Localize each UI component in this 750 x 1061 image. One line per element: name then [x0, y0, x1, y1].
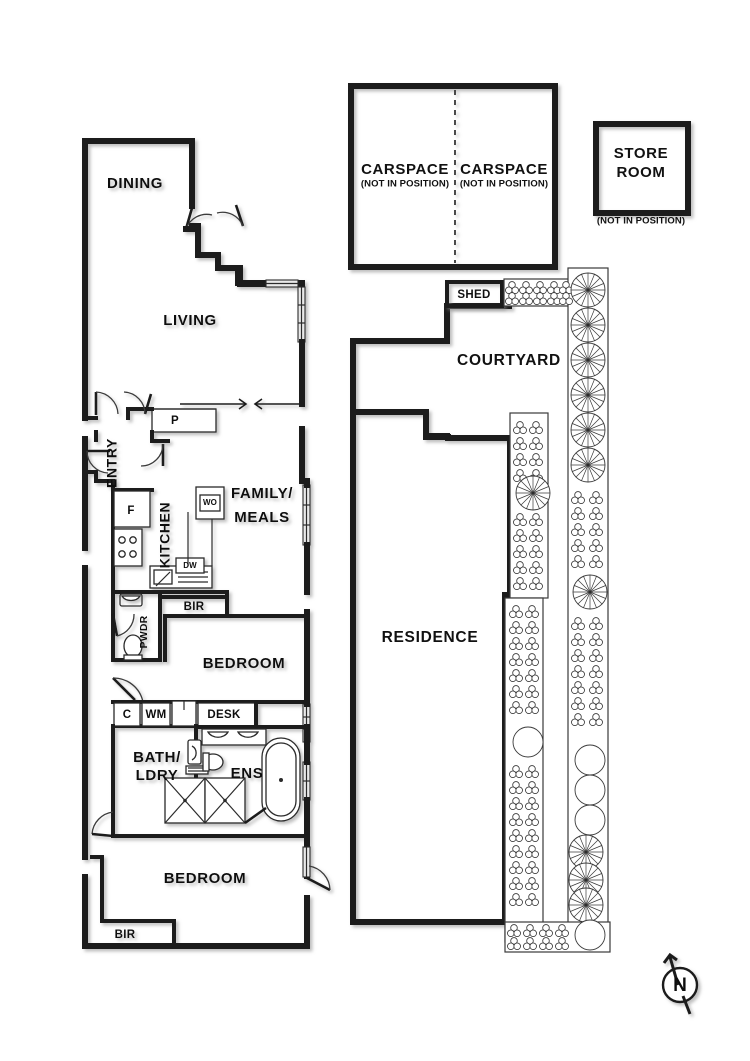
label-bedroom-mid: BEDROOM: [203, 655, 286, 672]
label-cupboard: C: [123, 709, 132, 721]
residence-step-lower: [423, 434, 513, 441]
label-washing-machine: WM: [145, 709, 166, 721]
carspace-block: [348, 83, 558, 270]
bir-upper-closet: [158, 590, 309, 662]
label-shed: SHED: [457, 289, 490, 301]
bedroom-mid-door[interactable]: [112, 677, 144, 703]
entry-walls: [83, 407, 170, 492]
planting-east-bush-bottom: [574, 919, 606, 951]
label-ldry: LDRY: [136, 767, 179, 784]
fridge-unit: [113, 490, 151, 528]
ensuite-basins: [201, 728, 267, 746]
ensuite-door[interactable]: [244, 806, 267, 825]
shed-block: [445, 280, 504, 308]
label-residence: RESIDENCE: [382, 629, 479, 646]
planting-east-bushes: [574, 744, 606, 836]
store-room-block: [593, 121, 691, 216]
cooktop-unit: [113, 528, 143, 567]
label-entry: ENTRY: [104, 438, 120, 488]
label-family: FAMILY/: [231, 485, 293, 502]
note-carspace-left: (NOT IN POSITION): [361, 179, 449, 190]
dining-walls: [82, 138, 195, 209]
residence-west-south-wall: [350, 338, 522, 925]
north-compass: N: [661, 952, 699, 1015]
label-pantry: P: [171, 415, 179, 427]
wall-oven-unit: [195, 486, 225, 520]
entry-doors[interactable]: [86, 391, 165, 474]
label-bedroom-low: BEDROOM: [164, 870, 247, 887]
label-powder: PWDR: [138, 615, 150, 648]
kitchen-bench-run: [187, 512, 213, 566]
family-east-window: [302, 484, 311, 546]
planting-east-tree-mid: [572, 574, 608, 610]
label-bath: BATH/: [133, 749, 181, 766]
label-desk: DESK: [207, 709, 241, 721]
planting-top-bed: [505, 281, 573, 306]
pantry-unit: [151, 408, 217, 433]
label-carspace-left: CARSPACE: [361, 161, 449, 178]
living-east-window: [297, 286, 306, 343]
ensuite-toilet: [202, 752, 224, 772]
laundry-units-row: [111, 700, 309, 729]
label-dining: DINING: [107, 175, 163, 192]
label-carspace-right: CARSPACE: [460, 161, 548, 178]
label-store-room-line1: STORE: [614, 145, 668, 162]
label-bir-lower: BIR: [115, 929, 136, 941]
ensuite-east-window: [302, 761, 311, 801]
bir-lower-closet: [90, 855, 176, 948]
powder-door[interactable]: [111, 613, 135, 637]
label-store-room-line2: ROOM: [616, 164, 665, 181]
bathtub: [261, 737, 301, 822]
label-living: LIVING: [163, 312, 217, 329]
label-courtyard: COURTYARD: [457, 352, 561, 369]
label-ensuite: ENS: [231, 765, 264, 782]
powder-room: [111, 590, 162, 662]
note-store-room: (NOT IN POSITION): [597, 216, 685, 227]
main-floorplan-group: DINING LIVING ENTRY KITCHEN FAMILY/ MEAL…: [82, 138, 331, 949]
bath-door[interactable]: [91, 790, 115, 838]
label-dishwasher: DW: [183, 561, 197, 570]
living-north-window: [265, 279, 299, 288]
planting-inner-bush: [512, 726, 544, 758]
planting-east-flowers: [568, 834, 604, 923]
label-fridge: F: [127, 505, 134, 517]
label-meals: MEALS: [234, 509, 290, 526]
dishwasher-unit: [175, 557, 205, 574]
bedroom-lower-east-window: [302, 846, 311, 878]
label-kitchen: KITCHEN: [157, 502, 173, 568]
kitchen-walls: [111, 488, 229, 594]
bedroom-lower-door[interactable]: [306, 865, 331, 892]
label-wall-oven: WO: [203, 498, 217, 507]
sliding-door-indicator[interactable]: [180, 398, 302, 410]
north-letter: N: [673, 975, 687, 996]
label-bir-upper: BIR: [184, 601, 205, 613]
shower-cubicles: [164, 777, 246, 824]
note-carspace-right: (NOT IN POSITION): [460, 179, 548, 190]
planting-inner-tree: [515, 475, 551, 511]
